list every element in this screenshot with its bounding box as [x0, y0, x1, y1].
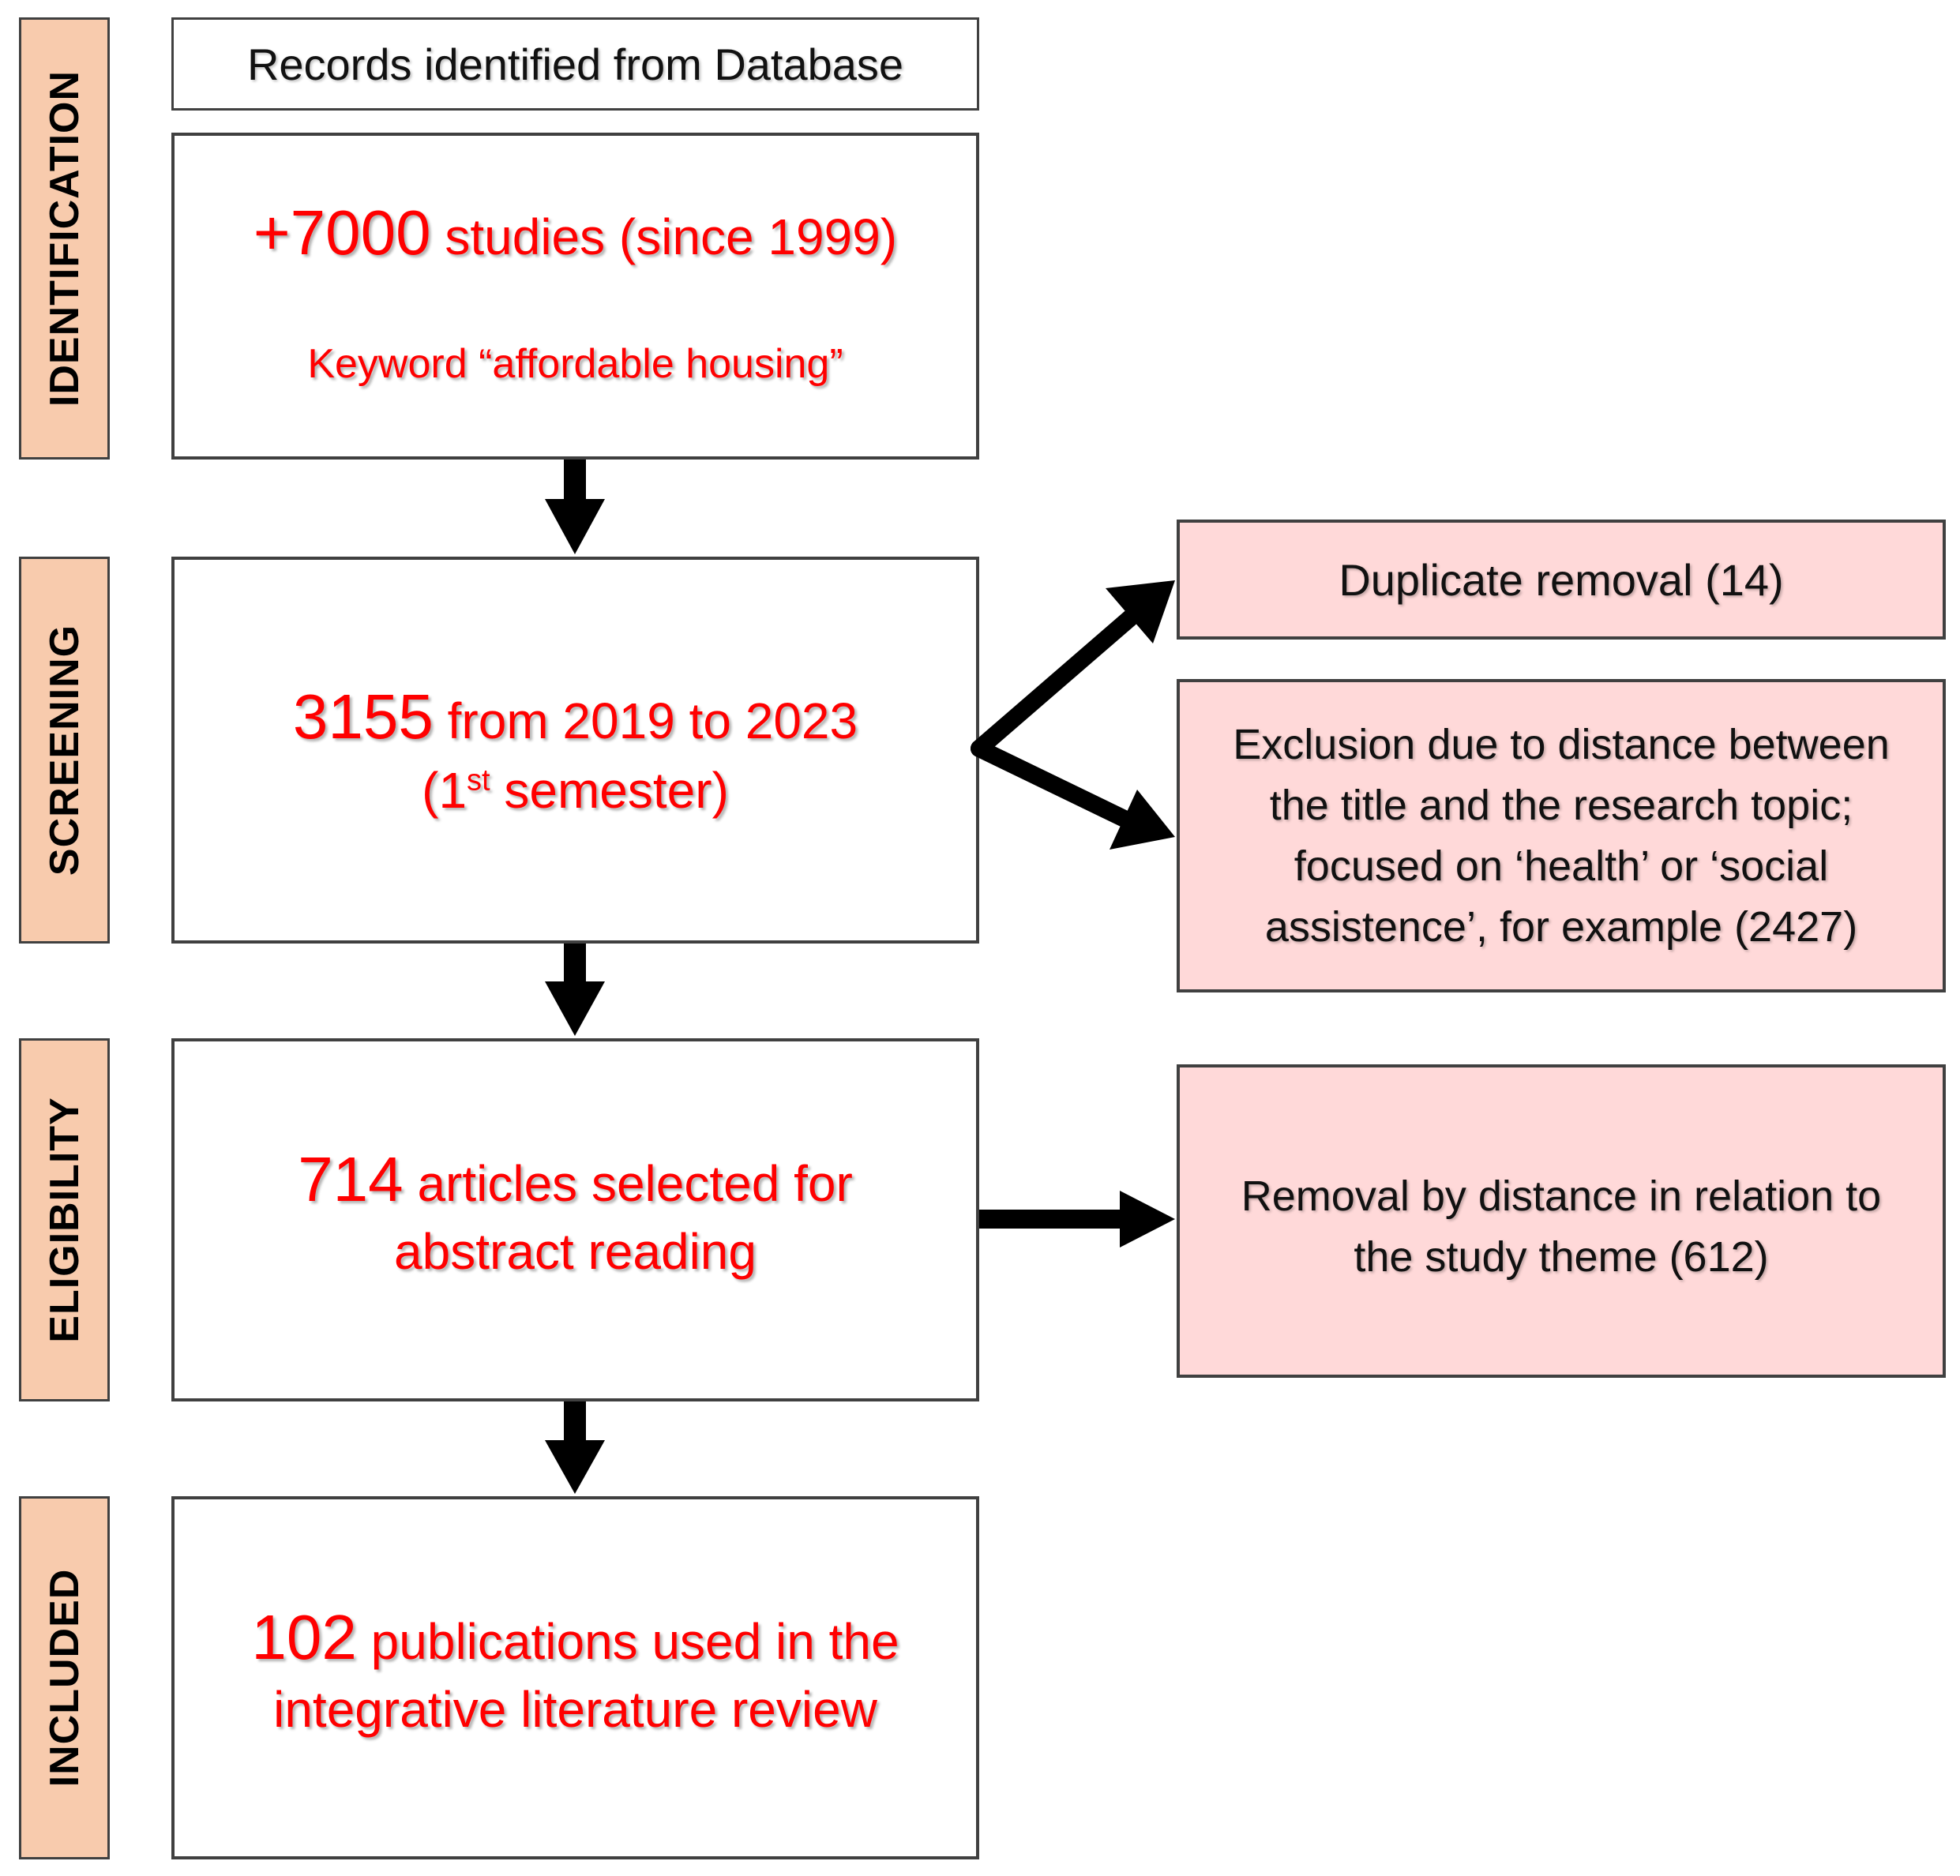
screening-box: 3155 from 2019 to 2023 (1st semester): [171, 557, 979, 944]
included-line-2: integrative literature review: [273, 1681, 877, 1738]
screening-line-1: 3155 from 2019 to 2023: [293, 681, 858, 753]
screening-line2-suffix: semester): [490, 762, 729, 819]
duplicate-removal-text: Duplicate removal (14): [1339, 554, 1784, 605]
arrow-identification-to-screening: [545, 460, 605, 554]
screening-line2-sup: st: [467, 764, 490, 797]
title-exclusion-line-1: Exclusion due to distance between: [1233, 720, 1890, 768]
arrow-screening-to-eligibility: [545, 944, 605, 1036]
identification-rest: studies (since 1999): [430, 208, 898, 265]
eligibility-count: 714: [298, 1144, 404, 1214]
abstract-removal-line-2: the study theme (612): [1354, 1233, 1769, 1281]
arrow-eligibility-to-removal: [979, 1191, 1175, 1248]
database-header-box: Records identified from Database: [171, 17, 979, 111]
screening-count: 3155: [292, 681, 434, 752]
title-exclusion-line-3: focused on ‘health’ or ‘social: [1294, 842, 1829, 890]
eligibility-line-1: 714 articles selected for: [298, 1143, 853, 1216]
abstract-removal-box: Removal by distance in relation to the s…: [1177, 1064, 1946, 1378]
identification-keyword: Keyword “affordable housing”: [307, 341, 843, 387]
eligibility-line-2: abstract reading: [394, 1223, 757, 1280]
identification-main-line: +7000 studies (since 1999): [253, 197, 897, 269]
eligibility-box: 714 articles selected for abstract readi…: [171, 1038, 979, 1401]
phase-included: INCLUDED: [19, 1496, 110, 1859]
arrow-screening-to-exclusion: [971, 740, 1175, 850]
included-count: 102: [251, 1602, 357, 1672]
database-header-text: Records identified from Database: [246, 39, 904, 89]
screening-rest: from 2019 to 2023: [433, 692, 858, 749]
phase-screening: SCREENING: [19, 557, 110, 944]
included-rest: publications used in the: [356, 1613, 899, 1670]
included-box: 102 publications used in the integrative…: [171, 1496, 979, 1859]
screening-line-2: (1st semester): [422, 761, 729, 820]
title-exclusion-line-4: assistence’, for example (2427): [1264, 902, 1858, 951]
arrow-eligibility-to-included: [545, 1401, 605, 1494]
eligibility-rest: articles selected for: [403, 1155, 853, 1212]
identification-box: +7000 studies (since 1999) Keyword “affo…: [171, 133, 979, 460]
screening-line2-prefix: (1: [422, 762, 467, 819]
identification-count: +7000: [253, 197, 431, 268]
abstract-removal-line-1: Removal by distance in relation to: [1241, 1172, 1882, 1220]
included-line-1: 102 publications used in the: [251, 1601, 899, 1674]
phase-identification: IDENTIFICATION: [19, 17, 110, 460]
title-exclusion-line-2: the title and the research topic;: [1269, 781, 1853, 829]
duplicate-removal-box: Duplicate removal (14): [1177, 520, 1946, 640]
title-exclusion-box: Exclusion due to distance between the ti…: [1177, 679, 1946, 992]
phase-eligibility: ELIGIBILITY: [19, 1038, 110, 1401]
arrow-screening-to-duplicate: [971, 580, 1175, 757]
